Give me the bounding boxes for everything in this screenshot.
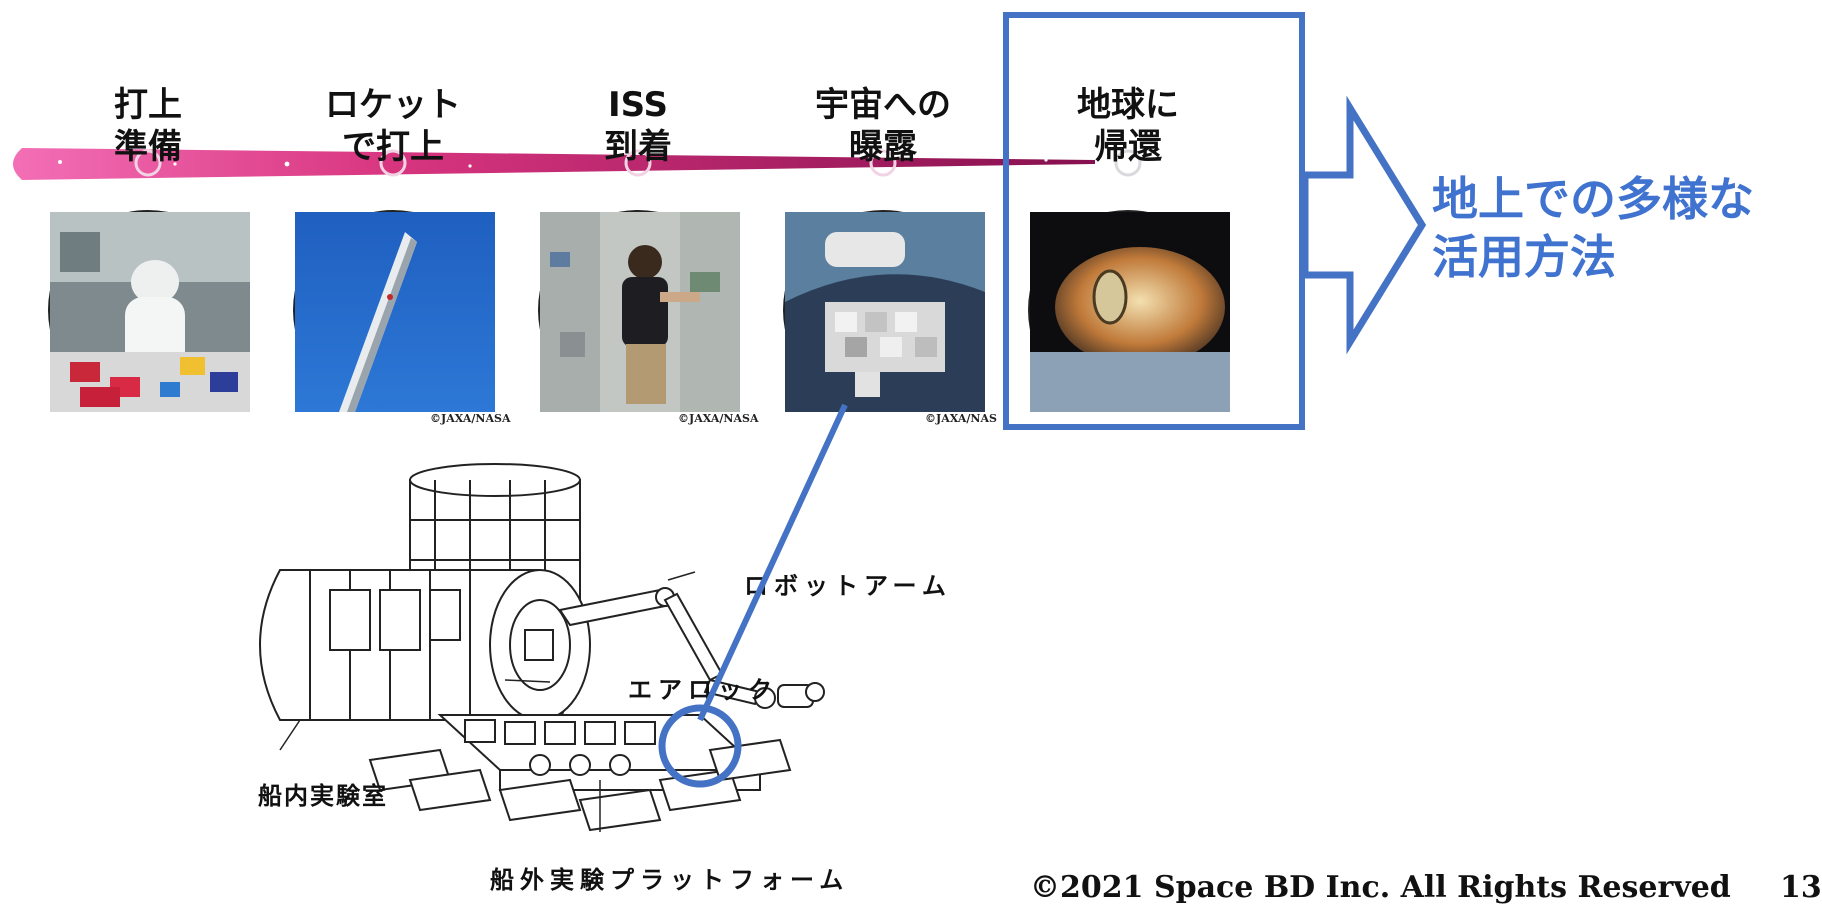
stage-label-prep: 打上準備	[114, 85, 182, 167]
exposed-facility-label: 船外実験プラットフォーム	[490, 866, 850, 894]
timeline-bar	[13, 148, 1142, 180]
lab-preparation-photo	[48, 210, 250, 412]
timeline-node	[624, 149, 652, 177]
ground-uses-text: 地上での多様な 活用方法	[1432, 172, 1754, 284]
connector-line	[658, 403, 848, 788]
photo-credit: ©JAXA/NAS	[925, 412, 997, 425]
timeline-node	[134, 149, 162, 177]
robot-arm-label: ロボットアーム	[744, 572, 952, 600]
stage-label-return: 地球に帰還	[1077, 85, 1179, 167]
timeline-node	[379, 149, 407, 177]
iss-crew-photo	[538, 210, 740, 412]
airlock-label: エアロック	[628, 676, 778, 704]
copyright-footer: ©2021 Space BD Inc. All Rights Reserved	[1030, 870, 1731, 905]
photo-credit: ©JAXA/NASA	[430, 412, 511, 425]
arrow-right-icon	[1301, 95, 1427, 355]
stage-label-launch: ロケットで打上	[325, 85, 461, 167]
page-number: 13	[1780, 870, 1822, 905]
rocket-launch-photo	[293, 210, 495, 412]
stage-label-exposure: 宇宙への曝露	[815, 85, 951, 167]
timeline-node	[1114, 149, 1142, 177]
photo-credit: ©JAXA/NASA	[678, 412, 759, 425]
timeline-node	[869, 149, 897, 177]
exposed-facility-photo	[783, 210, 985, 412]
reentry-capsule-photo	[1028, 210, 1230, 412]
pressurized-module-label: 船内実験室	[258, 782, 388, 810]
